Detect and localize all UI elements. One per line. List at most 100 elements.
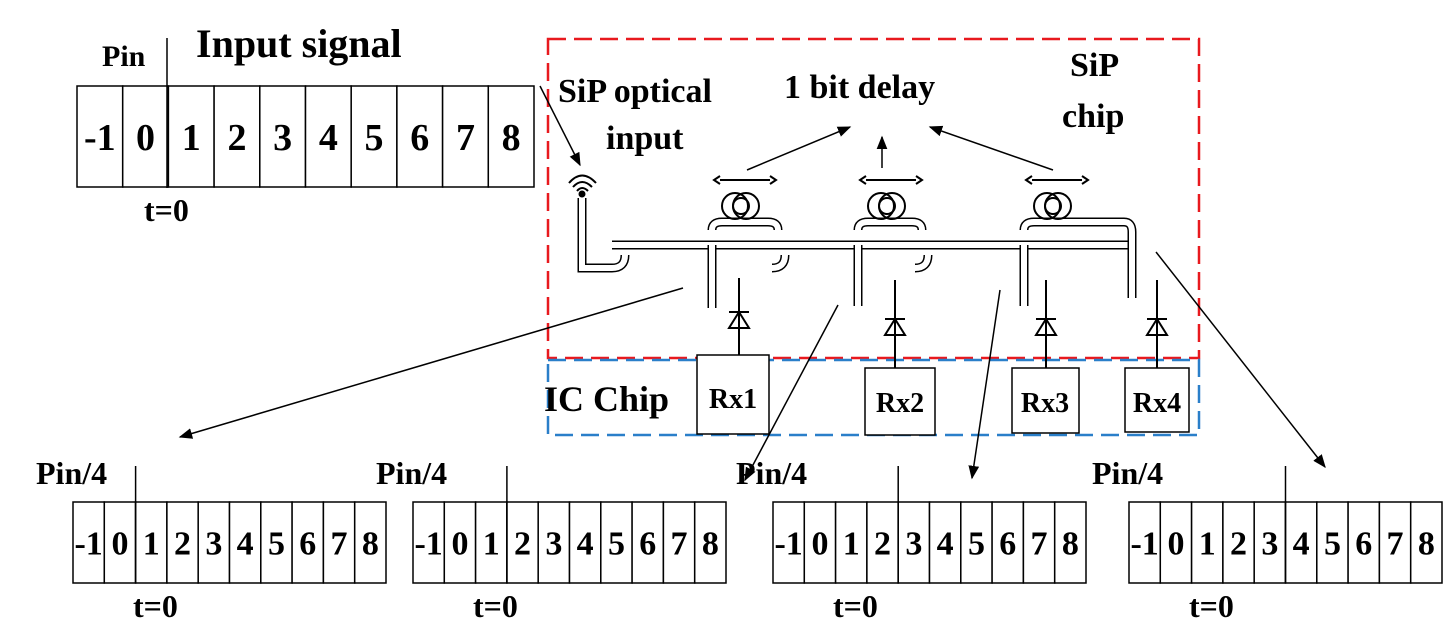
svg-text:Rx4: Rx4 <box>1133 388 1181 419</box>
output-2-cell: 7 <box>662 501 696 584</box>
output-4-cell: -1 <box>1128 501 1162 584</box>
output-1-cell: 2 <box>166 501 199 584</box>
output-2-cell: 4 <box>568 501 602 584</box>
svg-text:3: 3 <box>205 525 222 562</box>
input-signal-title: Input signal <box>196 21 402 66</box>
input-arrow <box>539 85 581 167</box>
output-arrow-2 <box>744 304 839 482</box>
svg-text:2: 2 <box>227 117 246 159</box>
svg-text:1: 1 <box>143 525 160 562</box>
svg-text:-1: -1 <box>84 117 116 159</box>
svg-text:0: 0 <box>811 525 828 562</box>
svg-text:1: 1 <box>843 525 860 562</box>
svg-text:6: 6 <box>639 525 656 562</box>
waveguide-network <box>577 198 1137 308</box>
svg-text:6: 6 <box>410 117 429 159</box>
svg-text:2: 2 <box>174 525 191 562</box>
svg-text:-1: -1 <box>74 525 102 562</box>
output-arrow-3 <box>968 289 1001 480</box>
output-2-cell: 3 <box>537 501 571 584</box>
svg-text:5: 5 <box>365 117 384 159</box>
output-1-cell: -1 <box>72 501 106 584</box>
output-1-cell: 6 <box>291 501 325 584</box>
svg-text:8: 8 <box>502 117 521 159</box>
svg-text:7: 7 <box>671 525 688 562</box>
input-cell: 6 <box>396 85 444 188</box>
svg-text:7: 7 <box>456 117 475 159</box>
output-pin-label: Pin/4 <box>376 455 447 491</box>
svg-text:4: 4 <box>237 525 254 562</box>
svg-text:-1: -1 <box>774 525 802 562</box>
input-cell: 8 <box>487 85 535 188</box>
svg-text:4: 4 <box>319 117 338 159</box>
svg-text:Rx1: Rx1 <box>709 384 757 415</box>
output-2-cell: 8 <box>693 501 727 584</box>
input-cell: 5 <box>350 85 398 188</box>
delay-arrow-3 <box>928 125 1054 171</box>
input-cell: 3 <box>259 85 307 188</box>
ring-resonator-3 <box>1024 175 1090 220</box>
svg-text:3: 3 <box>545 525 562 562</box>
output-2-cell: 5 <box>600 501 633 584</box>
svg-text:5: 5 <box>968 525 985 562</box>
svg-text:4: 4 <box>937 525 954 562</box>
ring-resonator-1 <box>712 175 778 220</box>
svg-text:7: 7 <box>331 525 348 562</box>
output-1-cell: 1 <box>134 501 168 584</box>
svg-text:Rx2: Rx2 <box>876 388 924 419</box>
output-time-label: t=0 <box>1189 588 1234 624</box>
output-4-cell: 5 <box>1316 501 1349 584</box>
output-1-cell: 7 <box>322 501 356 584</box>
output-3-cell: 3 <box>897 501 931 584</box>
delay-arrow-1 <box>746 126 852 171</box>
svg-text:-1: -1 <box>414 525 442 562</box>
sip-chip-label-line2: chip <box>1062 98 1124 135</box>
ic-chip-label: IC Chip <box>544 379 669 419</box>
svg-text:0: 0 <box>1167 525 1184 562</box>
photodiode-2-icon <box>883 280 907 368</box>
output-3-cell: 1 <box>834 501 868 584</box>
output-3-cell: 5 <box>960 501 993 584</box>
output-2-cell: 2 <box>506 501 539 584</box>
receiver-rx3: Rx3 <box>1011 367 1080 434</box>
output-2-cell: 1 <box>474 501 508 584</box>
output-time-label: t=0 <box>833 588 878 624</box>
svg-text:4: 4 <box>1293 525 1310 562</box>
output-1-cell: 3 <box>197 501 231 584</box>
svg-text:4: 4 <box>577 525 594 562</box>
output-pin-label: Pin/4 <box>736 455 807 491</box>
ring-resonator-2 <box>858 175 924 220</box>
svg-text:-1: -1 <box>1130 525 1158 562</box>
output-pin-label: Pin/4 <box>1092 455 1163 491</box>
input-cell: 2 <box>213 85 261 188</box>
output-arrow-4 <box>1155 251 1326 469</box>
svg-text:1: 1 <box>182 117 201 159</box>
output-4-cell: 3 <box>1253 501 1287 584</box>
output-1-cell: 8 <box>353 501 387 584</box>
svg-text:2: 2 <box>1230 525 1247 562</box>
receiver-rx2: Rx2 <box>864 367 936 436</box>
output-time-label: t=0 <box>473 588 518 624</box>
svg-text:0: 0 <box>136 117 155 159</box>
output-time-label: t=0 <box>133 588 178 624</box>
svg-text:5: 5 <box>1324 525 1341 562</box>
svg-text:7: 7 <box>1031 525 1048 562</box>
output-1-cell: 4 <box>228 501 262 584</box>
output-1-cell: 5 <box>260 501 293 584</box>
output-4-cell: 8 <box>1409 501 1443 584</box>
output-3-cell: -1 <box>772 501 806 584</box>
sip-chip-border <box>546 37 1201 360</box>
output-4-cell: 4 <box>1284 501 1318 584</box>
svg-text:3: 3 <box>1261 525 1278 562</box>
output-3-cell: 8 <box>1053 501 1087 584</box>
svg-text:0: 0 <box>111 525 128 562</box>
svg-text:7: 7 <box>1387 525 1404 562</box>
output-4-cell: 1 <box>1190 501 1224 584</box>
input-cell: 1 <box>167 85 215 188</box>
output-2-cell: 0 <box>443 501 477 584</box>
svg-text:6: 6 <box>299 525 316 562</box>
